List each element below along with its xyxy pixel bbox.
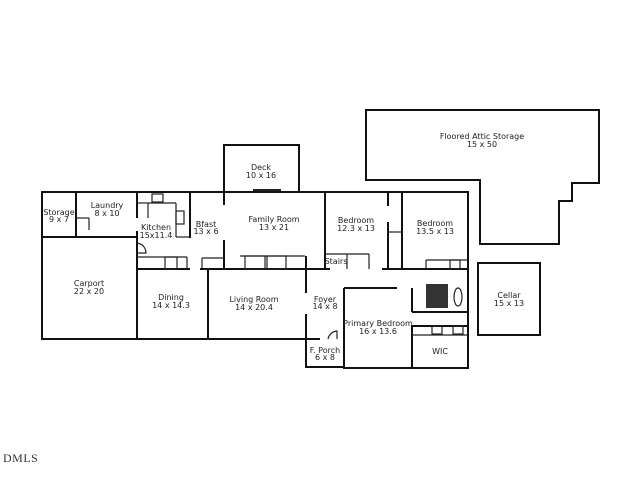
sink-icon (431, 325, 443, 335)
shower-icon (426, 284, 448, 308)
bfast-size: 13 x 6 (193, 227, 218, 236)
deck-name: Deck (251, 163, 271, 172)
kitchen-size: 15x11.4 (140, 231, 173, 240)
wic-label: WIC (432, 347, 448, 356)
laundry-size: 8 x 10 (94, 209, 119, 218)
sink-icon (164, 256, 178, 270)
storage-name: Storage (43, 208, 74, 217)
dining-name: Dining (158, 293, 184, 302)
bfast-name: Bfast (196, 220, 217, 229)
family-room-name: Family Room (248, 215, 299, 224)
carport-name: Carport (74, 279, 104, 288)
primary-bedroom-name: Primary Bedroom (343, 319, 413, 328)
deck-door (253, 189, 281, 192)
door-swing-icon (136, 242, 147, 254)
toilet-icon (453, 287, 463, 307)
bedroom-1-size: 12.3 x 13 (337, 224, 375, 233)
bedroom-2-name: Bedroom (417, 219, 453, 228)
stove-icon (151, 193, 164, 203)
bedroom-1-name: Bedroom (338, 216, 374, 225)
deck-outline (223, 144, 300, 192)
cellar-name: Cellar (497, 291, 521, 300)
laundry-name: Laundry (91, 201, 124, 210)
foyer-size: 14 x 8 (312, 302, 337, 311)
attic-outline (365, 109, 600, 245)
primary-bedroom-size: 16 x 13.6 (359, 327, 397, 336)
interior-walls (42, 192, 468, 368)
attic-name: Floored Attic Storage (440, 132, 524, 141)
foyer-name: Foyer (314, 295, 337, 304)
porch-size: 6 x 8 (315, 353, 335, 362)
room-labels: Floored Attic Storage 15 x 50 Deck 10 x … (43, 132, 524, 362)
dmls-watermark: DMLS (3, 451, 39, 465)
carport-size: 22 x 20 (74, 287, 104, 296)
fixtures (136, 193, 464, 340)
family-room-size: 13 x 21 (259, 223, 289, 232)
sink-icon (452, 325, 464, 335)
cooktop-icon (175, 210, 185, 225)
kitchen-name: Kitchen (141, 223, 171, 232)
storage-size: 9 x 7 (49, 215, 69, 224)
living-room-name: Living Room (229, 295, 278, 304)
porch-name: F. Porch (310, 346, 340, 355)
bedroom-2-size: 13.5 x 13 (416, 227, 454, 236)
stairs-label: Stairs (325, 257, 348, 266)
sink-icon (449, 259, 461, 270)
dining-size: 14 x 14.3 (152, 301, 190, 310)
cellar-size: 15 x 13 (494, 299, 524, 308)
door-swing-icon (327, 330, 338, 340)
living-room-size: 14 x 20.4 (235, 303, 273, 312)
appliance-icon (244, 255, 266, 270)
appliance-icon (266, 255, 287, 270)
cellar-outline (477, 262, 541, 336)
deck-size: 10 x 16 (246, 171, 276, 180)
attic-size: 15 x 50 (467, 140, 497, 149)
